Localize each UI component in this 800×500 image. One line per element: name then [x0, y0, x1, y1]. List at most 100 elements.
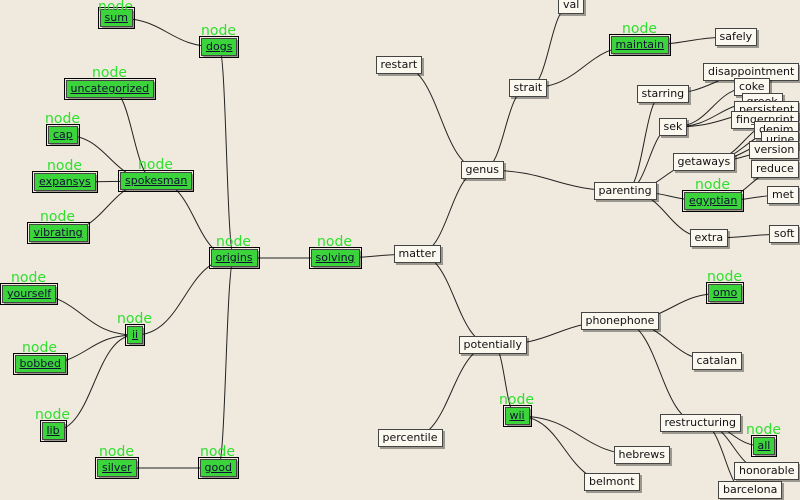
tree-edge — [619, 320, 701, 424]
tree-node-label: genus — [465, 163, 499, 176]
tree-node-wii[interactable]: wii — [502, 405, 532, 427]
tree-node-met[interactable]: met — [767, 186, 799, 204]
node-tag: node — [746, 422, 781, 438]
tree-node-ii[interactable]: ii — [124, 324, 146, 346]
tree-node-label: belmont — [589, 475, 635, 488]
tree-node-label: catalan — [696, 354, 738, 367]
tree-edge — [217, 257, 235, 469]
tree-node-genus[interactable]: genus — [460, 161, 504, 179]
tree-node-label: restructuring — [664, 416, 736, 429]
node-tag: node — [47, 158, 82, 174]
tree-node-spokesman[interactable]: spokesman — [117, 170, 195, 192]
tree-node-label: yourself — [7, 287, 52, 300]
tree-node-label: met — [772, 188, 794, 201]
node-tag: node — [707, 269, 742, 285]
tree-node-expansys[interactable]: expansys — [32, 171, 98, 193]
tree-node-vibrating[interactable]: vibrating — [26, 222, 90, 244]
tree-node-catalan[interactable]: catalan — [691, 352, 743, 370]
tree-node-belmont[interactable]: belmont — [584, 473, 640, 491]
tree-node-cap[interactable]: cap — [46, 124, 80, 146]
tree-node-label: bobbed — [19, 357, 61, 370]
tree-edge — [624, 93, 664, 192]
tree-node-solving[interactable]: solving — [308, 247, 362, 269]
tree-node-omo[interactable]: omo — [705, 282, 745, 304]
tree-node-restructuring[interactable]: restructuring — [659, 414, 741, 432]
tree-node-starring[interactable]: starring — [636, 85, 690, 103]
tree-node-label: ii — [132, 328, 139, 341]
tree-node-dogs[interactable]: dogs — [198, 36, 240, 58]
tree-node-barcelona[interactable]: barcelona — [718, 481, 783, 499]
node-tag: node — [200, 444, 235, 460]
tree-node-maintain[interactable]: maintain — [608, 34, 672, 56]
tree-edge — [527, 4, 572, 89]
tree-node-label: hebrews — [618, 448, 666, 461]
tree-node-strait[interactable]: strait — [508, 79, 548, 97]
tree-node-label: coke — [739, 80, 765, 93]
tree-node-coke[interactable]: coke — [734, 78, 770, 96]
tree-node-label: honorable — [739, 464, 795, 477]
tree-node-label: starring — [641, 87, 685, 100]
tree-node-bobbed[interactable]: bobbed — [12, 353, 68, 375]
tree-node-uncategorized[interactable]: uncategorized — [63, 78, 157, 100]
node-tag: node — [499, 392, 534, 408]
tree-node-phonephone[interactable]: phonephone — [580, 312, 660, 330]
node-tag: node — [22, 340, 57, 356]
tree-node-label: omo — [713, 286, 738, 299]
tree-node-egyptian[interactable]: egyptian — [681, 190, 745, 212]
tree-edge — [398, 64, 483, 171]
tree-node-getaways[interactable]: getaways — [672, 153, 736, 171]
tree-node-potentially[interactable]: potentially — [458, 336, 527, 354]
node-tag: node — [317, 234, 352, 250]
tree-node-parenting[interactable]: parenting — [593, 182, 657, 200]
node-tag: node — [40, 209, 75, 225]
tree-edge — [416, 253, 494, 346]
tree-node-soft[interactable]: soft — [769, 225, 800, 243]
tree-edge — [218, 46, 235, 259]
tree-node-yourself[interactable]: yourself — [0, 283, 59, 305]
tree-node-label: egyptian — [689, 194, 738, 207]
tree-node-label: good — [204, 461, 232, 474]
tree-node-label: sek — [663, 120, 683, 133]
tree-node-reduce[interactable]: reduce — [751, 160, 799, 178]
tree-node-label: cap — [53, 128, 73, 141]
tree-node-good[interactable]: good — [197, 457, 239, 479]
tree-node-safely[interactable]: safely — [714, 28, 758, 46]
node-tag: node — [201, 23, 236, 39]
node-tag: node — [138, 157, 173, 173]
tree-edge — [416, 169, 483, 255]
tree-node-label: reduce — [756, 162, 794, 175]
node-tag: node — [622, 21, 657, 37]
tree-node-label: getaways — [677, 155, 731, 168]
tree-node-honorable[interactable]: honorable — [734, 462, 800, 480]
tree-node-restart[interactable]: restart — [375, 56, 423, 74]
tree-node-label: version — [754, 143, 795, 156]
tree-node-label: lib — [46, 424, 60, 437]
tree-node-sum[interactable]: sum — [97, 7, 135, 29]
tree-node-sek[interactable]: sek — [658, 118, 688, 136]
tree-node-label: restart — [380, 58, 418, 71]
tree-node-label: sum — [104, 11, 128, 24]
tree-node-extra[interactable]: extra — [689, 229, 729, 247]
node-tag: node — [11, 270, 46, 286]
node-tag: node — [35, 407, 70, 423]
tree-node-lib[interactable]: lib — [39, 420, 67, 442]
tree-node-label: parenting — [598, 184, 652, 197]
tree-node-label: strait — [513, 81, 543, 94]
tree-node-label: barcelona — [723, 483, 778, 496]
node-tag: node — [99, 444, 134, 460]
node-tag: node — [695, 177, 730, 193]
tree-node-label: origins — [215, 251, 253, 264]
tree-node-label: soft — [774, 227, 795, 240]
tree-node-origins[interactable]: origins — [208, 247, 260, 269]
tree-node-percentile[interactable]: percentile — [377, 429, 443, 447]
tree-node-val[interactable]: val — [558, 0, 585, 14]
tree-node-version[interactable]: version — [749, 141, 800, 159]
tree-node-label: uncategorized — [70, 82, 150, 95]
tree-node-all[interactable]: all — [750, 435, 778, 457]
tree-node-silver[interactable]: silver — [95, 457, 139, 479]
tree-node-matter[interactable]: matter — [393, 245, 441, 263]
tree-node-disappointment[interactable]: disappointment — [703, 63, 800, 81]
tree-node-hebrews[interactable]: hebrews — [613, 446, 670, 464]
tree-edge — [52, 334, 136, 432]
node-tag: node — [117, 311, 152, 327]
